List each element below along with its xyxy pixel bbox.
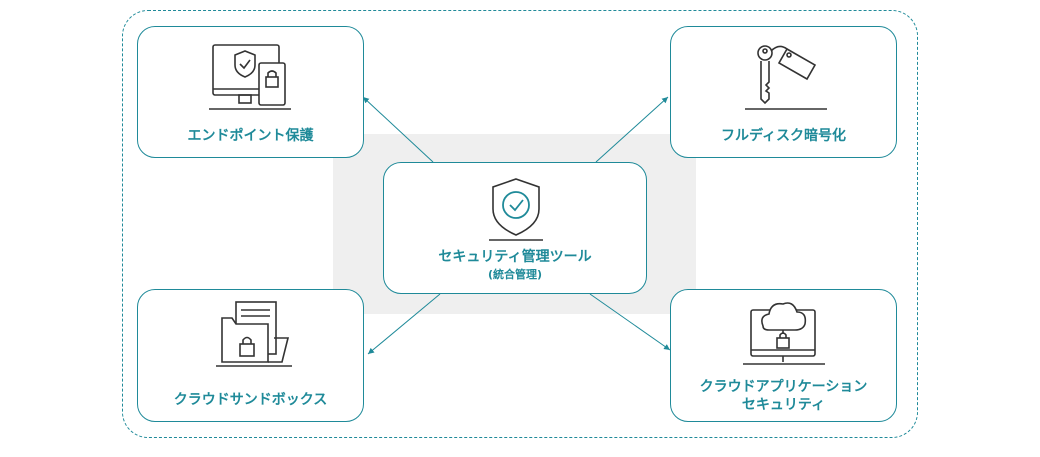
cloud-sandbox-box: クラウドサンドボックス xyxy=(137,289,364,422)
cloud-app-security-label-line2: セキュリティ xyxy=(741,397,826,413)
center-title: セキュリティ管理ツール xyxy=(438,249,592,265)
outer-dashed-frame xyxy=(122,10,918,438)
monitor-device-lock-icon xyxy=(209,44,291,110)
full-disk-encryption-label: フルディスク暗号化 xyxy=(720,128,847,144)
endpoint-protection-label: エンドポイント保護 xyxy=(187,128,314,144)
folder-lock-icon xyxy=(216,301,292,367)
arrow-to-sandbox xyxy=(367,293,441,355)
full-disk-encryption-box: フルディスク暗号化 xyxy=(670,26,897,158)
shield-check-icon xyxy=(489,178,543,241)
cloud-app-security-label: クラウドアプリケーション セキュリティ xyxy=(671,378,896,414)
center-label: セキュリティ管理ツール (統合管理) xyxy=(384,248,646,284)
security-management-tool-box: セキュリティ管理ツール (統合管理) xyxy=(383,162,647,294)
key-tag-icon xyxy=(745,45,827,110)
arrow-to-appsec xyxy=(589,293,671,351)
endpoint-protection-box: エンドポイント保護 xyxy=(137,26,364,158)
arrow-to-endpoint xyxy=(362,96,434,163)
cloud-app-security-box: クラウドアプリケーション セキュリティ xyxy=(670,289,897,422)
arrow-to-disk xyxy=(595,96,669,163)
center-subtitle: (統合管理) xyxy=(487,268,543,281)
cloud-sandbox-label: クラウドサンドボックス xyxy=(173,392,328,408)
cloud-monitor-lock-icon xyxy=(743,302,825,365)
cloud-app-security-label-line1: クラウドアプリケーション xyxy=(699,379,868,395)
